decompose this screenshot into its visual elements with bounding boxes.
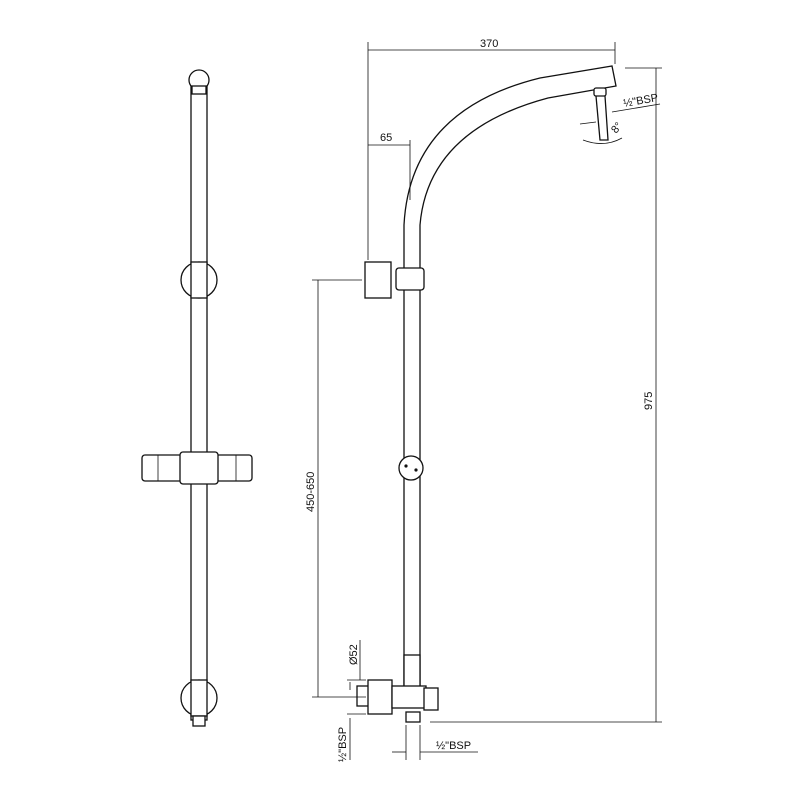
dim-outlet-thread: ½"BSP	[436, 740, 471, 752]
riser-arm	[403, 65, 617, 691]
dim-total-height: 975	[643, 392, 655, 410]
riser-rail	[190, 79, 208, 721]
wall-flange	[367, 679, 393, 715]
slider-bracket	[141, 451, 253, 485]
inlet-stub	[356, 685, 370, 707]
dimension-lines	[312, 42, 662, 760]
bottom-outlet	[192, 715, 206, 727]
dim-head-angle: 8°	[609, 120, 625, 136]
front-view	[141, 69, 253, 727]
adjust-knob	[398, 455, 424, 481]
dimension-labels: 370 65 975 450-650 Ø52 ½"BSP ½"BSP ½"BSP…	[305, 38, 659, 762]
dim-inlet-thread: ½"BSP	[337, 727, 349, 762]
riser-lower	[403, 654, 421, 691]
rail-section-lower	[190, 679, 208, 717]
dim-arm-reach: 370	[480, 38, 498, 50]
head-connector	[593, 87, 607, 97]
head-nozzle	[595, 95, 609, 141]
bottom-outlet	[405, 711, 421, 723]
valve-body	[391, 685, 427, 709]
dim-bracket-range: 450-650	[305, 472, 317, 512]
side-view	[356, 65, 617, 723]
clamp	[395, 267, 425, 291]
dim-diameter: Ø52	[348, 644, 360, 665]
top-cap-neck	[191, 85, 207, 95]
wall-bracket	[364, 261, 392, 299]
valve-cap	[423, 687, 439, 711]
rail-section-upper	[190, 261, 208, 299]
dim-arm-offset: 65	[380, 132, 392, 144]
